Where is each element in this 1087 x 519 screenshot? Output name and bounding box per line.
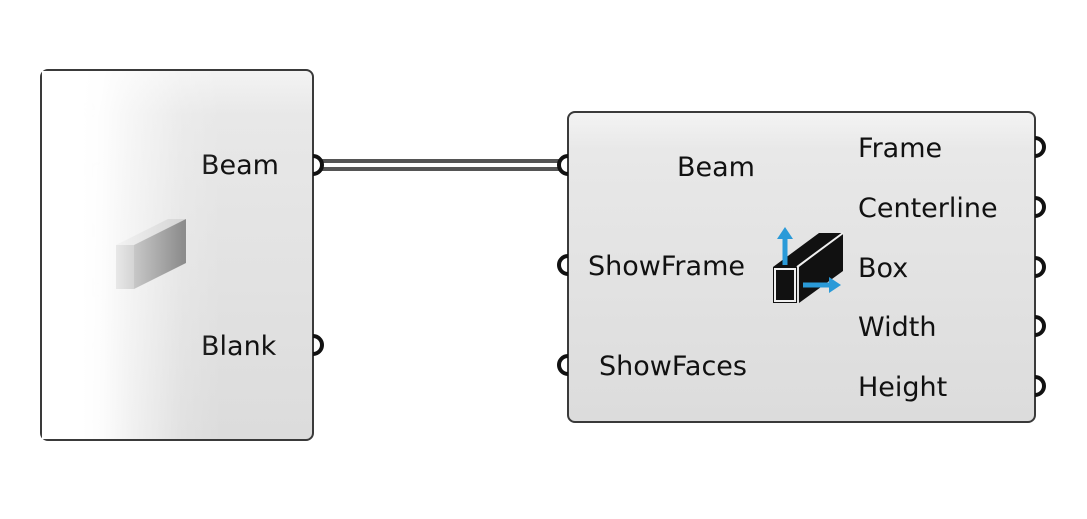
beam-icon [116, 219, 186, 289]
output-port-box[interactable] [1032, 256, 1050, 278]
input-port-beam[interactable] [553, 154, 571, 176]
output-label-frame: Frame [858, 133, 943, 164]
output-port-centerline[interactable] [1032, 196, 1050, 218]
output-label-height: Height [858, 372, 948, 403]
hidden-input-label-2: h [80, 213, 98, 244]
beam-component-left[interactable]: e or h nt y oj Beam Blank [40, 69, 314, 441]
output-port-beam[interactable] [310, 154, 328, 176]
input-port-showframe[interactable] [553, 254, 571, 276]
input-port-showfaces[interactable] [553, 354, 571, 376]
hidden-input-label-3: nt [72, 273, 100, 304]
input-label-showfaces: ShowFaces [599, 351, 747, 382]
output-port-frame[interactable] [1032, 136, 1050, 158]
beam-frame-component[interactable]: Beam ShowFrame ShowFaces Frame Centerlin… [567, 111, 1036, 423]
input-label-showframe: ShowFrame [588, 251, 745, 282]
output-label-centerline: Centerline [858, 193, 998, 224]
hidden-input-label-5: oj [76, 393, 101, 424]
output-port-blank[interactable] [310, 334, 328, 356]
beam-frame-icon [773, 227, 844, 303]
output-label-beam: Beam [201, 150, 279, 181]
hidden-input-label-1: or [72, 153, 100, 184]
hidden-input-label-4: y [80, 333, 96, 364]
output-label-width: Width [858, 312, 937, 343]
input-label-beam: Beam [677, 152, 755, 183]
hidden-input-label-0: e [80, 93, 97, 124]
output-port-height[interactable] [1032, 375, 1050, 397]
output-label-box: Box [858, 253, 909, 284]
output-port-width[interactable] [1032, 315, 1050, 337]
output-label-blank: Blank [201, 331, 277, 362]
